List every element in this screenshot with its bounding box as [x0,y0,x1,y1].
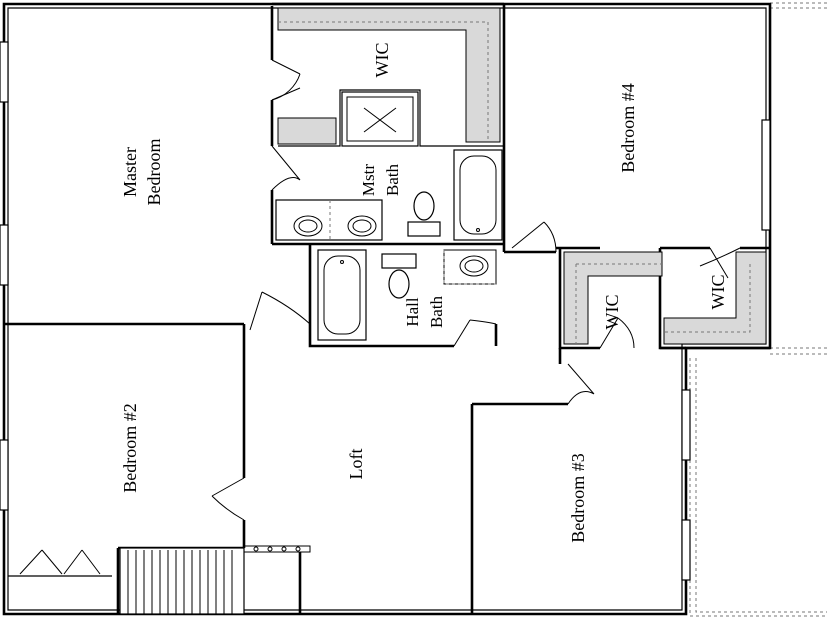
label-master-bedroom-line2: Bedroom [144,139,164,206]
hall-toilet [381,253,417,299]
hall-sink [443,249,497,285]
label-loft: Loft [346,449,366,480]
label-hall-bath-line1: Hall [403,297,422,327]
master-wic-shelves [277,7,501,145]
hall-bath-tub [317,249,367,341]
label-mstr-bath-line1: Mstr [359,164,378,196]
label-bedroom-4: Bedroom #4 [618,83,638,173]
master-bath-tub [453,149,503,241]
interior-walls [4,2,770,614]
shower [341,91,419,147]
label-wic-bed3: WIC [602,295,622,330]
label-wic-bed4: WIC [708,275,728,310]
master-toilet [407,191,441,237]
label-bedroom-3: Bedroom #3 [568,453,588,543]
label-master-wic: WIC [372,43,392,78]
doors [19,59,741,575]
label-master-bedroom-line1: Master [120,147,140,197]
master-vanity [275,199,383,241]
wic-bed3-shelves [563,251,663,345]
room-labels: Master Bedroom WIC Mstr Bath Bedroom #4 … [120,43,728,543]
windows [0,41,771,581]
label-mstr-bath-line2: Bath [383,163,402,196]
label-hall-bath-line2: Bath [427,295,446,328]
stairs [119,545,311,615]
label-bedroom-2: Bedroom #2 [120,403,140,493]
wic-bed4-shelves [663,251,767,345]
